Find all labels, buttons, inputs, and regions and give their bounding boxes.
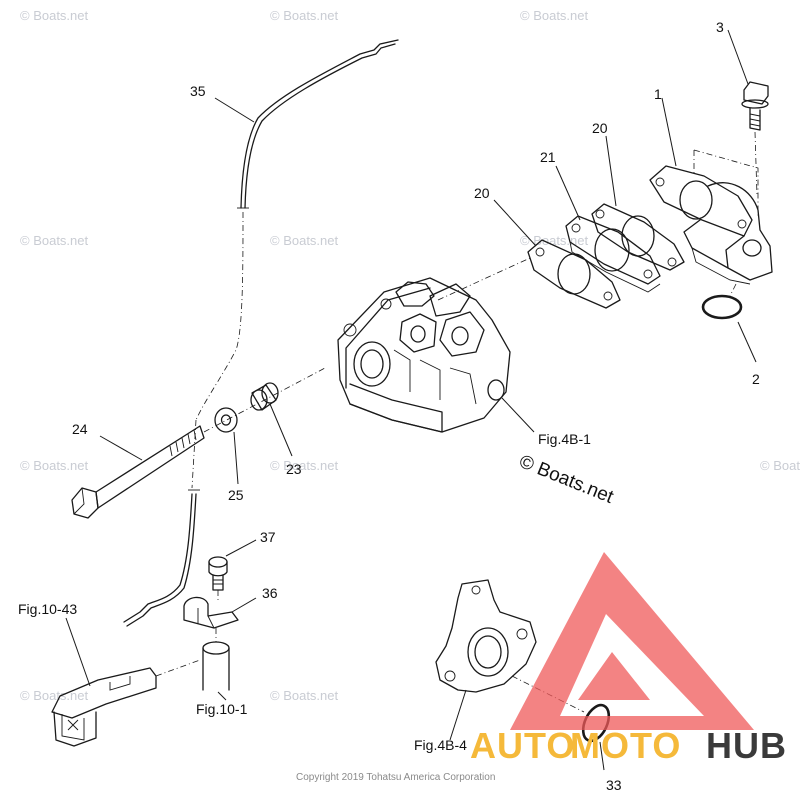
watermark-text: © Boats.net <box>270 8 339 23</box>
logo-triangle-mark <box>510 552 754 730</box>
callout-37: 37 <box>260 529 276 545</box>
gasket-20-back <box>591 203 685 271</box>
logo-text-auto: AUTO <box>470 725 575 766</box>
copyright-text: Copyright 2019 Tohatsu America Corporati… <box>296 772 495 783</box>
watermark-text: © Boats.net <box>270 688 339 703</box>
manifold-1 <box>649 149 773 285</box>
rod-lower <box>123 419 200 627</box>
fitting-cylinder <box>202 628 230 691</box>
link-fig-10-43 <box>51 659 201 747</box>
callout-20-back: 20 <box>592 120 608 136</box>
ref-fig-4b-4: Fig.4B-4 <box>414 737 467 753</box>
callout-36: 36 <box>262 585 278 601</box>
callout-23: 23 <box>286 461 302 477</box>
ref-fig-4b-1: Fig.4B-1 <box>538 431 591 447</box>
watermark-text: © Boats.net <box>20 8 89 23</box>
watermark-text: © Boats.net <box>20 458 89 473</box>
o-ring-2 <box>701 283 743 320</box>
callout-33: 33 <box>606 777 622 793</box>
screw-37 <box>208 556 228 600</box>
callout-1: 1 <box>654 86 662 102</box>
watermark-text: © Boats.net <box>270 233 339 248</box>
spacer-21 <box>565 215 661 293</box>
watermark-text: © Boats.net <box>20 233 89 248</box>
callout-25: 25 <box>228 487 244 503</box>
collar-23 <box>250 382 279 411</box>
ref-fig-10-1: Fig.10-1 <box>196 701 248 717</box>
watermark-text: © Boats.net <box>520 8 589 23</box>
callout-2: 2 <box>752 371 760 387</box>
automotohub-logo: AUTO MOTO HUB <box>470 552 787 766</box>
clamp-36 <box>183 596 239 629</box>
watermark-text: © Boats.net <box>20 688 89 703</box>
bolt-24 <box>71 367 326 519</box>
leader-lines <box>65 29 757 771</box>
gasket-20-front <box>527 239 621 309</box>
watermark-text: © Boats.net <box>760 458 800 473</box>
callout-21: 21 <box>540 149 556 165</box>
figure-references: Fig.4B-1 Fig.4B-4 Fig.10-43 Fig.10-1 <box>18 431 591 753</box>
watermark-main: © Boats.net <box>516 451 617 508</box>
callout-24: 24 <box>72 421 88 437</box>
logo-text-hub: HUB <box>706 725 787 766</box>
watermark-layer: © Boats.net © Boats.net © Boats.net © Bo… <box>20 8 800 703</box>
watermark-text: © Boats.net <box>270 458 339 473</box>
logo-text-moto: MOTO <box>570 725 681 766</box>
rod-35 <box>195 39 399 421</box>
callout-20-front: 20 <box>474 185 490 201</box>
callout-35: 35 <box>190 83 206 99</box>
bolt-3 <box>741 81 769 197</box>
callout-3: 3 <box>716 19 724 35</box>
washer-25 <box>214 407 238 433</box>
callout-labels: 1 2 3 20 21 20 35 24 25 23 37 36 33 <box>72 19 760 793</box>
carburetor-body <box>337 257 531 433</box>
ref-fig-10-43: Fig.10-43 <box>18 601 77 617</box>
